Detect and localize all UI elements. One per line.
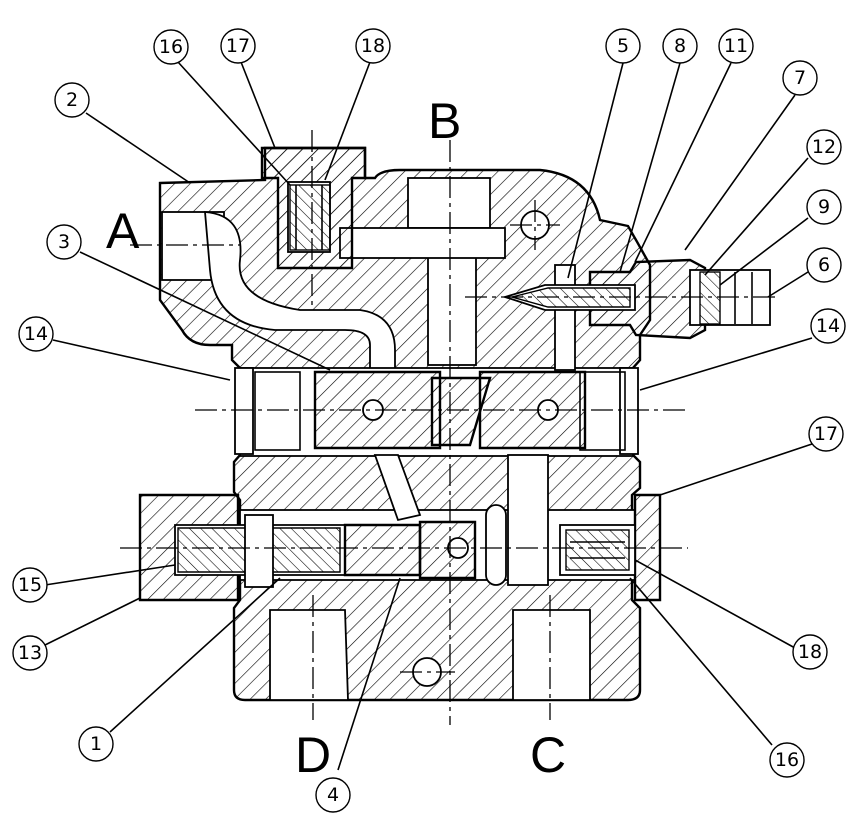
port-c-label: C: [530, 727, 566, 783]
lower-left-plug: [138, 493, 346, 602]
needle-valve-assembly: [501, 258, 771, 340]
svg-text:9: 9: [818, 196, 830, 218]
balloon-4: 4: [315, 777, 351, 813]
balloon-16-bottom: 16: [769, 742, 805, 778]
balloon-7: 7: [782, 60, 818, 96]
port-labels: A B C D: [106, 93, 566, 783]
centerlines: [120, 130, 780, 725]
balloon-18-top: 18: [355, 28, 391, 64]
balloon-callouts: 16 17 18 2 5 8 11 7 12 9 6 3 14 14 17 15…: [12, 28, 846, 813]
balloon-12: 12: [806, 129, 842, 165]
balloon-9: 9: [806, 189, 842, 225]
balloon-5: 5: [605, 28, 641, 64]
svg-text:17: 17: [226, 35, 250, 57]
balloon-16-top: 16: [153, 29, 189, 65]
svg-text:12: 12: [812, 136, 836, 158]
svg-text:14: 14: [816, 315, 840, 337]
balloon-3: 3: [46, 224, 82, 260]
balloon-13: 13: [12, 635, 48, 671]
svg-text:18: 18: [361, 35, 385, 57]
balloon-15: 15: [12, 567, 48, 603]
balloon-17-top: 17: [220, 28, 256, 64]
balloon-11: 11: [718, 28, 754, 64]
balloon-8: 8: [662, 28, 698, 64]
right-lower-plug: [559, 493, 662, 602]
svg-text:11: 11: [724, 35, 748, 57]
svg-text:16: 16: [775, 749, 799, 771]
svg-text:15: 15: [18, 574, 42, 596]
balloon-2: 2: [54, 82, 90, 118]
balloon-14-right: 14: [810, 308, 846, 344]
balloon-17-right: 17: [808, 416, 844, 452]
svg-text:4: 4: [327, 784, 339, 806]
svg-text:8: 8: [674, 35, 686, 57]
svg-text:2: 2: [66, 89, 78, 111]
svg-text:6: 6: [818, 254, 830, 276]
port-b-label: B: [428, 93, 461, 149]
leader-lines: [44, 61, 813, 771]
balloon-6: 6: [806, 247, 842, 283]
svg-text:17: 17: [814, 423, 838, 445]
port-d-label: D: [295, 727, 331, 783]
svg-text:1: 1: [90, 733, 102, 755]
svg-text:14: 14: [24, 323, 48, 345]
svg-text:7: 7: [794, 67, 806, 89]
svg-text:13: 13: [18, 642, 42, 664]
lower-spool: [343, 520, 477, 580]
balloon-1: 1: [78, 726, 114, 762]
balloon-14-left: 14: [18, 316, 54, 352]
top-plug-assembly: [260, 146, 367, 270]
svg-text:3: 3: [58, 231, 70, 253]
svg-text:16: 16: [159, 36, 183, 58]
balloon-18-right: 18: [792, 634, 828, 670]
svg-text:5: 5: [617, 35, 629, 57]
port-a-label: A: [106, 203, 140, 259]
svg-text:18: 18: [798, 641, 822, 663]
